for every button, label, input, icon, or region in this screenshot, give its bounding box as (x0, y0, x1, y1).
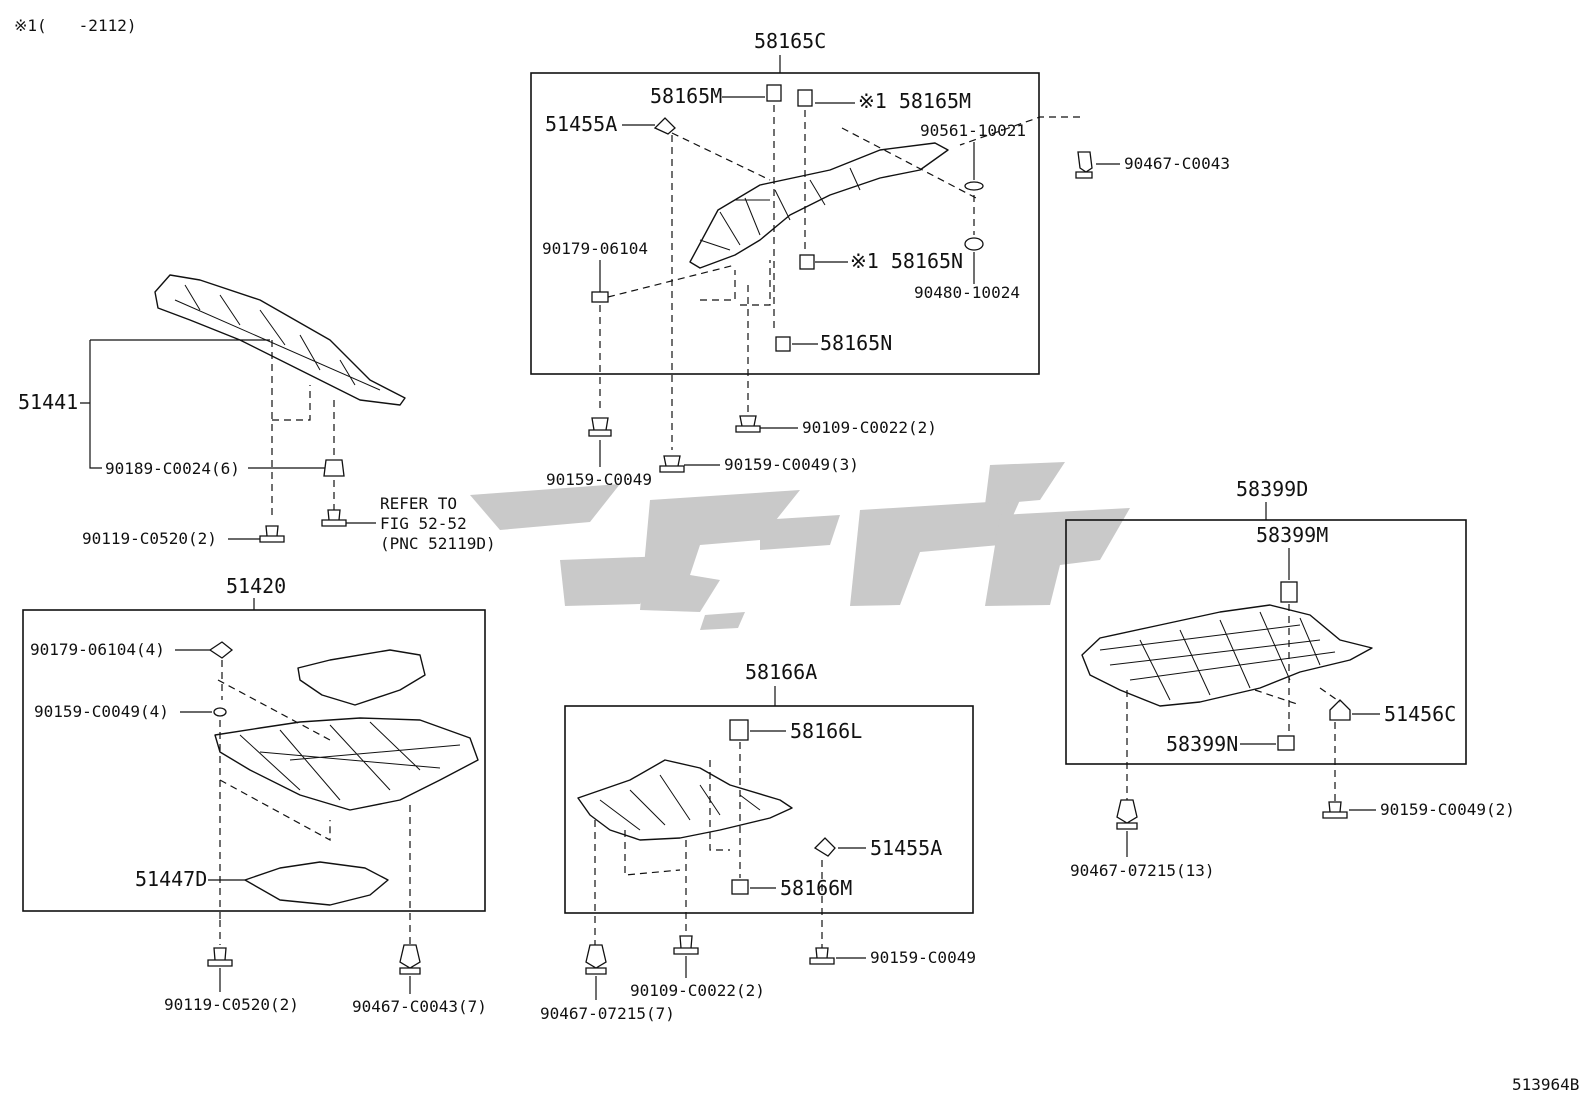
label-90159-c0049-top: 90159-C0049 (546, 470, 652, 489)
label-90159-c0049-2: 90159-C0049(2) (1380, 800, 1515, 819)
label-90467-07215-13: 90467-07215(13) (1070, 861, 1215, 880)
label-90561-10021: 90561-10021 (920, 121, 1026, 140)
bolt-90119-top-icon (259, 525, 285, 543)
fasteners-51420: 90119-C0520(2) 90467-C0043(7) (164, 920, 487, 1016)
group-51420: 51420 90179-06104(4) 90159-C0049(4) 5144… (22, 574, 486, 945)
clip-90467-c0043-7-icon (399, 944, 421, 975)
bolt-90109-bottom-icon (673, 935, 699, 955)
label-90109-c0022-bottom: 90109-C0022(2) (630, 981, 765, 1000)
part-51420-upper-cover (297, 649, 426, 706)
label-58165n-b: 58165N (820, 331, 892, 355)
bolt-90159-4-icon (213, 707, 227, 717)
grommet-90480-icon (964, 237, 984, 251)
group-title-58165c: 58165C (754, 29, 826, 53)
group-title-51441: 51441 (18, 390, 78, 414)
label-58399m: 58399M (1256, 523, 1328, 547)
clip-58399m-icon (1280, 581, 1298, 603)
fasteners-58399d: 90467-07215(13) 90159-C0049(2) (1070, 799, 1515, 880)
label-90119-c0520-bottom: 90119-C0520(2) (164, 995, 299, 1014)
clip-58165n-b-icon (775, 336, 791, 352)
bolt-90159-3-icon (659, 455, 685, 473)
label-90119-c0520-top: 90119-C0520(2) (82, 529, 217, 548)
refer-to-line3: (PNC 52119D) (380, 534, 496, 553)
clip-90467-07215-7-icon (585, 944, 607, 975)
part-58165c-bracket (689, 142, 949, 269)
group-box-58399d (1065, 519, 1467, 765)
label-51455a-bottom: 51455A (870, 836, 942, 860)
label-90109-c0022-top: 90109-C0022(2) (802, 418, 937, 437)
label-58166m: 58166M (780, 876, 852, 900)
clip-90189-icon (323, 459, 345, 477)
fasteners-top: 90159-C0049 90159-C0049(3) 90109-C0022(2… (546, 135, 1230, 489)
bolt-ref-icon (321, 509, 347, 527)
group-58399d: 58399D 58399M 51456C 58399N (1065, 477, 1467, 802)
clip-58165m-a-icon (766, 84, 782, 102)
clip-90467-c0043-icon (1075, 151, 1093, 179)
label-51455a-top: 51455A (545, 112, 617, 136)
clip-58399n-icon (1277, 735, 1295, 751)
label-58166l: 58166L (790, 719, 862, 743)
clip-90467-07215-13-icon (1116, 799, 1138, 830)
nut-51455a-bottom-icon (813, 837, 836, 857)
nut-51456c-icon (1329, 699, 1351, 721)
header-note: ※1( -2112) (14, 16, 136, 35)
group-58165c: 58165C 58165M ※1 58165M 51455A 90561-100… (530, 29, 1080, 375)
refer-to-line1: REFER TO (380, 494, 457, 513)
clip-58166m-icon (731, 879, 749, 895)
bolt-90109-icon (735, 415, 761, 433)
group-58166a: 58166A 58166L 51455A 58166M (564, 660, 974, 948)
label-90467-c0043-7: 90467-C0043(7) (352, 997, 487, 1016)
part-51447d-shield (244, 861, 389, 906)
clip-58165n-a-icon (799, 254, 815, 270)
label-58399n: 58399N (1166, 732, 1238, 756)
nut-90179-icon (591, 291, 609, 303)
label-90159-c0049-3: 90159-C0049(3) (724, 455, 859, 474)
part-51420-main-cover (214, 717, 479, 811)
label-90159-c0049-4: 90159-C0049(4) (34, 702, 169, 721)
group-box-58166a (564, 705, 974, 914)
part-51441-panel (154, 274, 406, 406)
part-58166a-bracket (577, 759, 793, 841)
label-58165m-a: 58165M (650, 84, 722, 108)
group-box-58165c (530, 72, 1040, 375)
label-90179-06104-top: 90179-06104 (542, 239, 648, 258)
diagram-code: 513964B (1512, 1075, 1579, 1094)
label-90179-06104-4: 90179-06104(4) (30, 640, 165, 659)
watermark-logo (470, 462, 1130, 630)
bolt-90119-bottom-icon (207, 947, 233, 967)
label-90159-c0049-bottom: 90159-C0049 (870, 948, 976, 967)
label-90480-10024: 90480-10024 (914, 283, 1020, 302)
label-90189-c0024: 90189-C0024(6) (105, 459, 240, 478)
clip-58166l-icon (729, 719, 749, 741)
group-title-58166a: 58166A (745, 660, 817, 684)
label-90467-07215-7: 90467-07215(7) (540, 1004, 675, 1023)
label-58165n-a: ※1 58165N (850, 249, 963, 273)
label-51447d: 51447D (135, 867, 207, 891)
group-title-58399d: 58399D (1236, 477, 1308, 501)
label-58165m-b: ※1 58165M (858, 89, 971, 113)
fasteners-58166a: 90467-07215(7) 90109-C0022(2) 90159-C004… (540, 935, 976, 1023)
label-51456c: 51456C (1384, 702, 1456, 726)
bolt-90159-2-icon (1322, 801, 1348, 819)
bolt-90159-bottom-icon (809, 947, 835, 965)
clip-58165m-b-icon (797, 89, 813, 107)
part-58399d-cover (1081, 604, 1373, 707)
group-box-51420 (22, 609, 486, 912)
nut-90179-4-icon (208, 641, 234, 659)
washer-90561-icon (964, 181, 984, 191)
group-title-51420: 51420 (226, 574, 286, 598)
bolt-90159-icon (588, 417, 612, 437)
nut-51455a-icon (653, 117, 676, 135)
refer-to-line2: FIG 52-52 (380, 514, 467, 533)
label-90467-c0043-top: 90467-C0043 (1124, 154, 1230, 173)
group-51441: 51441 90189-C0024(6) REFER TO FIG 52-52 … (18, 274, 496, 553)
